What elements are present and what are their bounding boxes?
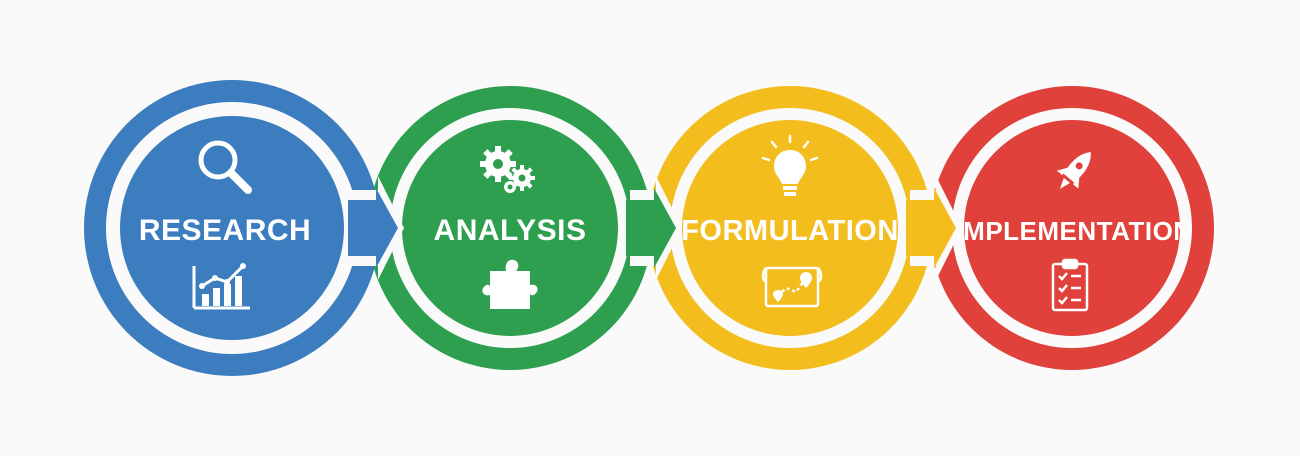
magnifier-icon	[198, 140, 252, 194]
connector-arrow-research-to-analysis	[348, 176, 404, 280]
puzzle-piece-icon	[482, 259, 538, 309]
step-research: RESEARCH	[84, 80, 380, 376]
connector-arrow-analysis-to-formulation	[626, 176, 682, 280]
step-research-label: RESEARCH	[139, 214, 311, 247]
step-formulation: FORMULATION	[648, 86, 932, 370]
step-analysis-inner-disc	[402, 120, 618, 336]
step-implementation: IMPLEMENTATION	[930, 86, 1214, 370]
map-icon	[761, 266, 823, 308]
bar-chart-icon	[192, 263, 250, 310]
step-implementation-label: IMPLEMENTATION	[955, 216, 1192, 246]
gears-icon	[480, 146, 535, 193]
step-analysis: ANALYSIS	[368, 86, 652, 370]
step-analysis-label: ANALYSIS	[434, 214, 587, 247]
step-implementation-inner-disc	[964, 120, 1180, 336]
rocket-icon	[1056, 152, 1091, 189]
step-research-inner-disc	[120, 116, 344, 340]
lightbulb-icon	[761, 134, 819, 196]
connector-arrow-formulation-to-implementation	[906, 176, 962, 280]
step-formulation-inner-disc	[682, 120, 898, 336]
step-formulation-label: FORMULATION	[681, 215, 899, 247]
clipboard-checklist-icon	[1051, 258, 1089, 312]
